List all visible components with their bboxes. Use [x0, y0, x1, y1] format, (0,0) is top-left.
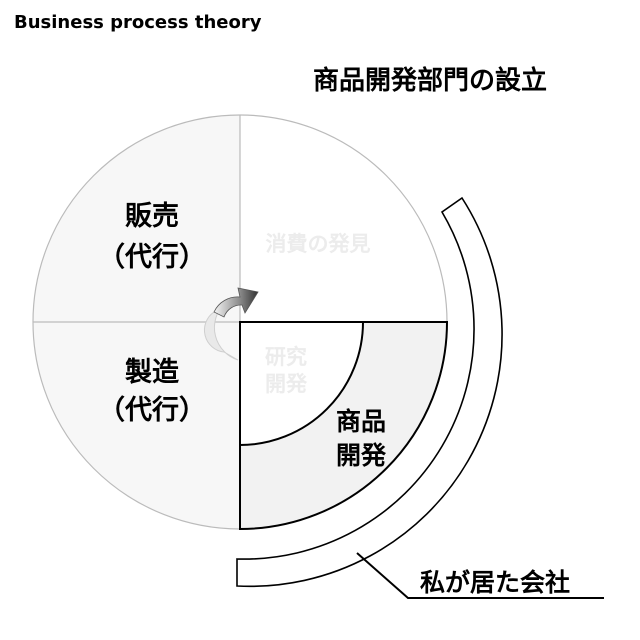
product-development-label: 開発 [336, 441, 387, 470]
research-label: 研究 [265, 345, 307, 369]
manufacturing-agency-label: （代行） [98, 394, 206, 426]
consumption-discovery-label: 消費の発見 [266, 232, 371, 256]
sales-agency-label: （代行） [98, 241, 206, 273]
quadrant-bottom-left [33, 322, 240, 529]
sales-label: 販売 [125, 201, 179, 232]
research-development-sector [239, 321, 365, 447]
diagram-title: 商品開発部門の設立 [313, 65, 547, 96]
development-label: 開発 [265, 372, 308, 396]
quadrant-top-left [33, 115, 240, 322]
company-callout-label: 私が居た会社 [420, 568, 570, 597]
quadrant-top-right [240, 115, 447, 322]
product-label: 商品 [336, 407, 386, 436]
company-arc-band [236, 196, 503, 588]
header-title: Business process theory [14, 12, 262, 33]
rotation-arrow-icon [204, 287, 259, 361]
manufacturing-label: 製造 [125, 357, 179, 388]
callout-leader-line [356, 552, 604, 599]
